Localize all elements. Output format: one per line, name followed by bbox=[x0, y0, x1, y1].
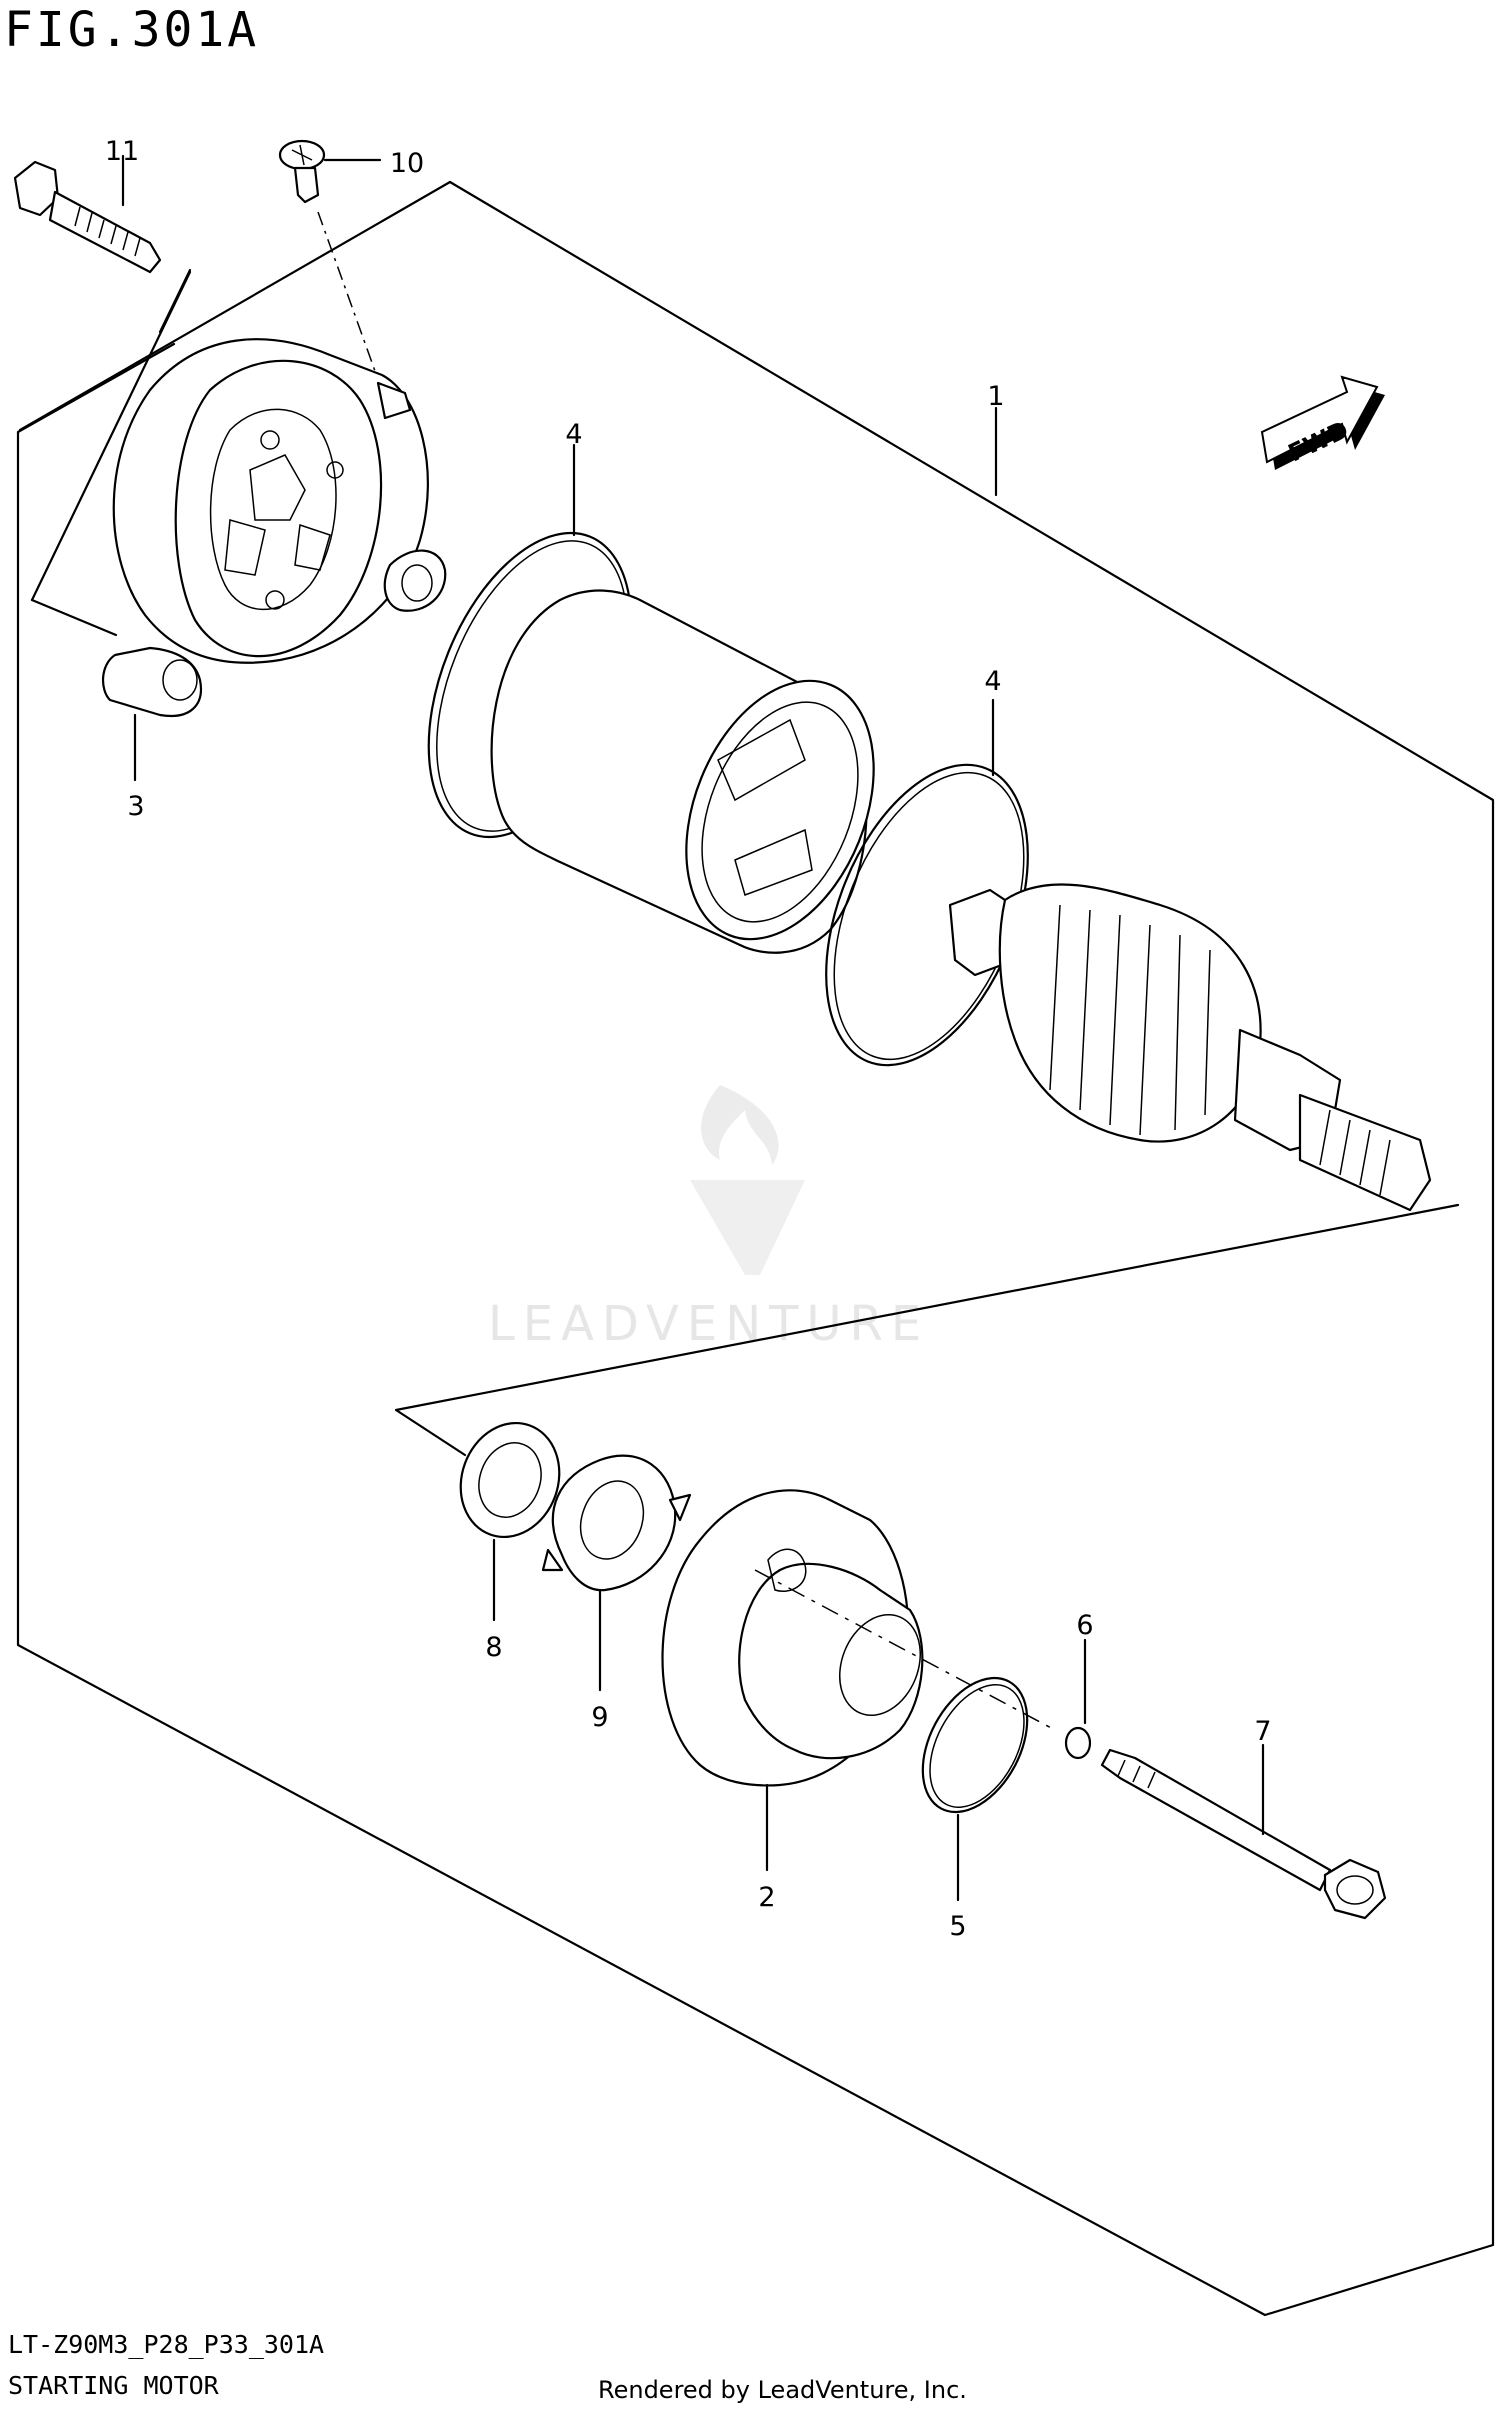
o-ring-5 bbox=[921, 1676, 1029, 1814]
watermark-text: LEADVENTURE bbox=[488, 1296, 930, 1352]
parting-line-mid bbox=[394, 1203, 1460, 1457]
yoke-housing bbox=[490, 589, 875, 954]
section-name: STARTING MOTOR bbox=[8, 2371, 219, 2400]
armature bbox=[948, 883, 1432, 1212]
fwd-arrow-icon: FWD bbox=[1260, 375, 1385, 470]
callout-label: 8 bbox=[485, 1632, 502, 1663]
o-ring-6 bbox=[1064, 1726, 1092, 1760]
callout-label: 9 bbox=[591, 1702, 608, 1733]
washer-8 bbox=[459, 1421, 561, 1539]
callout-label: 4 bbox=[565, 419, 582, 450]
callout-label: 4 bbox=[984, 666, 1001, 697]
callout-label: 11 bbox=[105, 136, 139, 167]
callout-label: 6 bbox=[1076, 1610, 1093, 1641]
figure-title: FIG.301A bbox=[4, 2, 260, 58]
model-code: LT-Z90M3_P28_P33_301A bbox=[8, 2330, 325, 2359]
rendered-by: Rendered by LeadVenture, Inc. bbox=[598, 2376, 967, 2404]
callout-label: 10 bbox=[390, 148, 424, 179]
callout-label: 1 bbox=[987, 381, 1004, 412]
lock-washer-9 bbox=[541, 1454, 692, 1592]
callout-label: 2 bbox=[758, 1882, 775, 1913]
bolt-11 bbox=[13, 160, 162, 274]
through-bolt-7 bbox=[1100, 1748, 1387, 1920]
rear-cover-3 bbox=[102, 338, 447, 718]
screw-10 bbox=[278, 139, 326, 204]
callout-label: 7 bbox=[1254, 1716, 1271, 1747]
parting-line-upper bbox=[30, 598, 118, 637]
front-bracket-2 bbox=[661, 1489, 924, 1787]
callout-label: 3 bbox=[127, 791, 144, 822]
assembly-outline bbox=[16, 180, 1495, 2317]
callout-label: 5 bbox=[949, 1911, 966, 1942]
